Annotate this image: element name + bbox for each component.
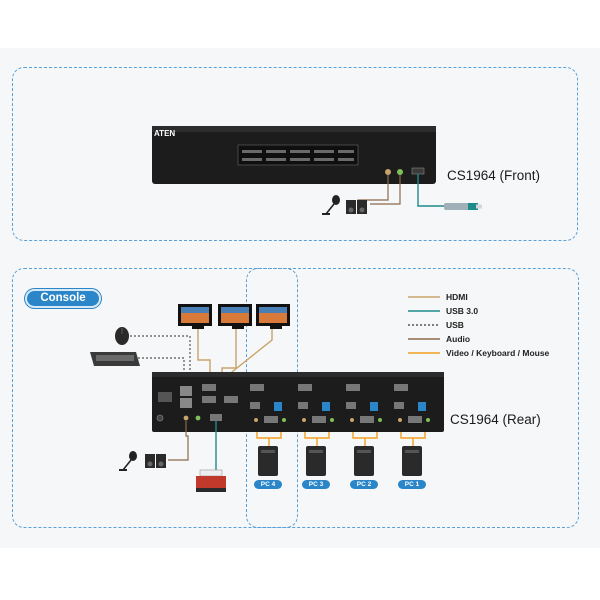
- front-device-label: CS1964 (Front): [447, 168, 541, 183]
- console-speakers: [145, 454, 166, 468]
- pc-tower-4: [258, 446, 278, 476]
- front-speakers: [346, 200, 367, 214]
- rear-pc-ports: [250, 384, 430, 423]
- rear-device-label: CS1964 (Rear): [450, 412, 541, 427]
- pc-tag-2: PC 2: [350, 480, 378, 489]
- legend-usb-label: USB: [446, 320, 464, 330]
- front-mic-jack: [385, 169, 391, 175]
- legend-audio-label: Audio: [446, 334, 471, 344]
- mouse: [115, 327, 129, 345]
- legend-vkm-label: Video / Keyboard / Mouse: [446, 348, 550, 358]
- front-microphone: [322, 195, 340, 215]
- pc-tag-4: PC 4: [254, 480, 282, 489]
- monitor-1: [178, 304, 212, 329]
- rear-lan-port: [158, 392, 172, 402]
- front-brand-logo: ATEN: [154, 129, 176, 138]
- pc-tower-2: [354, 446, 374, 476]
- monitor-3: [256, 304, 290, 329]
- pc-tag-3: PC 3: [302, 480, 330, 489]
- monitor-2: [218, 304, 252, 329]
- front-panel: [12, 67, 578, 241]
- legend-hdmi-label: HDMI: [446, 292, 468, 302]
- front-speaker-jack: [397, 169, 403, 175]
- pc-tower-1: [402, 446, 422, 476]
- front-usb-drive: [444, 203, 482, 210]
- console-badge: Console: [25, 289, 101, 308]
- pc-tower-3: [306, 446, 326, 476]
- legend-usb3-label: USB 3.0: [446, 306, 479, 316]
- keyboard: [90, 352, 140, 366]
- console-microphone: [119, 451, 137, 471]
- pc-tag-1: PC 1: [398, 480, 426, 489]
- printer: [196, 469, 226, 492]
